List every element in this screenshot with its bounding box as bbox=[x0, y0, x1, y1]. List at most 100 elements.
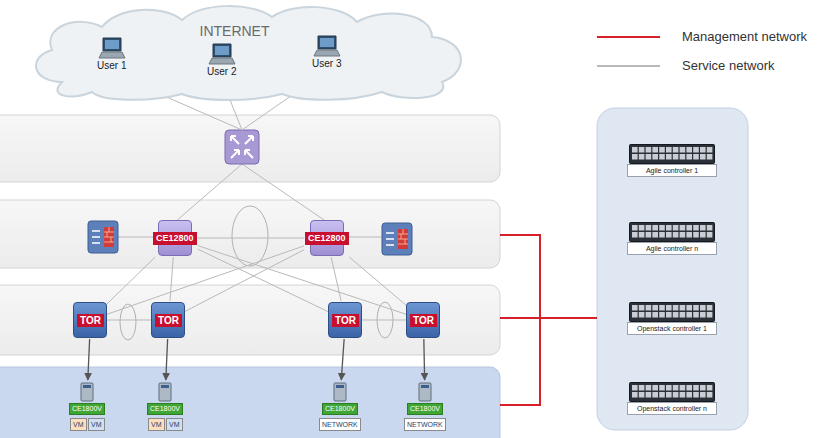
service-link bbox=[331, 257, 341, 301]
legend-line-sample bbox=[597, 32, 682, 42]
core-switch: CE12800 bbox=[305, 220, 349, 256]
firewall-wall bbox=[104, 227, 114, 247]
host-bay bbox=[161, 385, 169, 388]
host-label-box: CE1800V bbox=[69, 403, 105, 415]
laptop-keyboard bbox=[209, 58, 235, 64]
legend-item: Management network bbox=[597, 22, 807, 51]
host-label-box: CE1800V bbox=[407, 403, 443, 415]
server-rack-icon bbox=[629, 144, 715, 164]
server-rack-icon bbox=[629, 222, 715, 242]
drive-bay bbox=[700, 312, 706, 318]
server-chassis bbox=[630, 383, 715, 402]
host-server: CE1800V bbox=[69, 382, 105, 415]
management-wire bbox=[500, 235, 540, 405]
host-bay bbox=[83, 385, 91, 388]
router-icon bbox=[225, 130, 259, 164]
drive-bay bbox=[639, 225, 645, 231]
drive-bay bbox=[707, 154, 713, 160]
drive-bay bbox=[632, 147, 638, 153]
drive-bay bbox=[673, 147, 679, 153]
drive-bay bbox=[632, 154, 638, 160]
controller-label: Agile controller n bbox=[632, 243, 712, 254]
downlink-arrow bbox=[423, 339, 425, 380]
vm-box: VM bbox=[88, 418, 105, 431]
router-arrows bbox=[231, 136, 253, 158]
controller-server: Agile controller n bbox=[627, 222, 717, 255]
host-case bbox=[419, 383, 431, 401]
laptop-screen bbox=[103, 38, 121, 51]
drive-bay bbox=[693, 392, 699, 398]
cloud-shape bbox=[36, 6, 461, 100]
tor-switch: TOR bbox=[155, 302, 182, 338]
service-wire bbox=[242, 164, 327, 222]
drive-bay bbox=[707, 305, 713, 311]
switch-label: TOR bbox=[413, 315, 434, 326]
controller-server: Agile controller 1 bbox=[627, 144, 717, 177]
drive-bay bbox=[666, 154, 672, 160]
laptop-icon bbox=[313, 35, 341, 57]
controller-label-box: Agile controller 1 bbox=[627, 164, 717, 177]
drive-bay bbox=[707, 392, 713, 398]
firewall-icon bbox=[382, 223, 412, 255]
drive-bay bbox=[700, 305, 706, 311]
host-server: CE1800V bbox=[147, 382, 183, 415]
host-label: CE1800V bbox=[72, 404, 102, 414]
drive-bay bbox=[700, 147, 706, 153]
legend-label: Service network bbox=[682, 58, 774, 73]
host-bay bbox=[421, 385, 429, 388]
vm-box: NETWORK bbox=[319, 418, 361, 431]
cloud-outline bbox=[22, 2, 472, 102]
firewall-body bbox=[88, 221, 118, 253]
layer-band bbox=[0, 285, 500, 355]
bundle-ellipse bbox=[232, 206, 268, 266]
drive-bay bbox=[686, 312, 692, 318]
user-label: User 1 bbox=[97, 60, 126, 71]
drive-bay bbox=[632, 392, 638, 398]
drive-bay bbox=[700, 225, 706, 231]
drive-bay bbox=[632, 232, 638, 238]
service-link bbox=[183, 250, 304, 313]
drive-bay bbox=[707, 312, 713, 318]
controller-label: Agile controller 1 bbox=[632, 165, 712, 176]
drive-bay bbox=[659, 147, 665, 153]
vm-box: VM bbox=[70, 418, 87, 431]
router-body bbox=[225, 130, 259, 164]
router-arrow bbox=[245, 150, 253, 158]
service-link bbox=[360, 320, 409, 321]
drive-bay bbox=[652, 225, 658, 231]
firewall-icon bbox=[88, 221, 118, 253]
drive-bay bbox=[680, 305, 686, 311]
switch-band: CE12800 bbox=[305, 232, 349, 245]
drive-bay bbox=[693, 232, 699, 238]
drive-bay bbox=[646, 232, 652, 238]
firewall-bricks bbox=[104, 227, 114, 242]
layer-band bbox=[0, 115, 500, 182]
host-label: CE1800V bbox=[150, 404, 180, 414]
drive-bay bbox=[666, 147, 672, 153]
drive-bay bbox=[646, 392, 652, 398]
service-wire bbox=[175, 164, 242, 222]
controller-server: Openstack controller n bbox=[627, 382, 717, 415]
drive-bay bbox=[707, 225, 713, 231]
drive-bay bbox=[659, 154, 665, 160]
controller-panel bbox=[597, 108, 748, 430]
drive-bay bbox=[659, 305, 665, 311]
laptop-keyboard bbox=[314, 50, 340, 56]
host-server: CE1800V bbox=[407, 382, 443, 415]
service-link bbox=[349, 257, 409, 308]
drive-bay bbox=[646, 225, 652, 231]
laptop-icon bbox=[98, 37, 126, 59]
drive-bay bbox=[686, 385, 692, 391]
host-label: CE1800V bbox=[325, 404, 355, 414]
user-label: User 2 bbox=[207, 66, 236, 77]
host-case bbox=[81, 383, 93, 401]
controller-label: Openstack controller 1 bbox=[632, 323, 712, 334]
drive-bay bbox=[639, 312, 645, 318]
drive-bay bbox=[693, 385, 699, 391]
vm-box: VM bbox=[148, 418, 165, 431]
vm-label: NETWORK bbox=[322, 420, 358, 429]
drive-bay bbox=[639, 147, 645, 153]
drive-bay bbox=[680, 232, 686, 238]
service-link bbox=[105, 246, 304, 315]
drive-bay bbox=[686, 225, 692, 231]
